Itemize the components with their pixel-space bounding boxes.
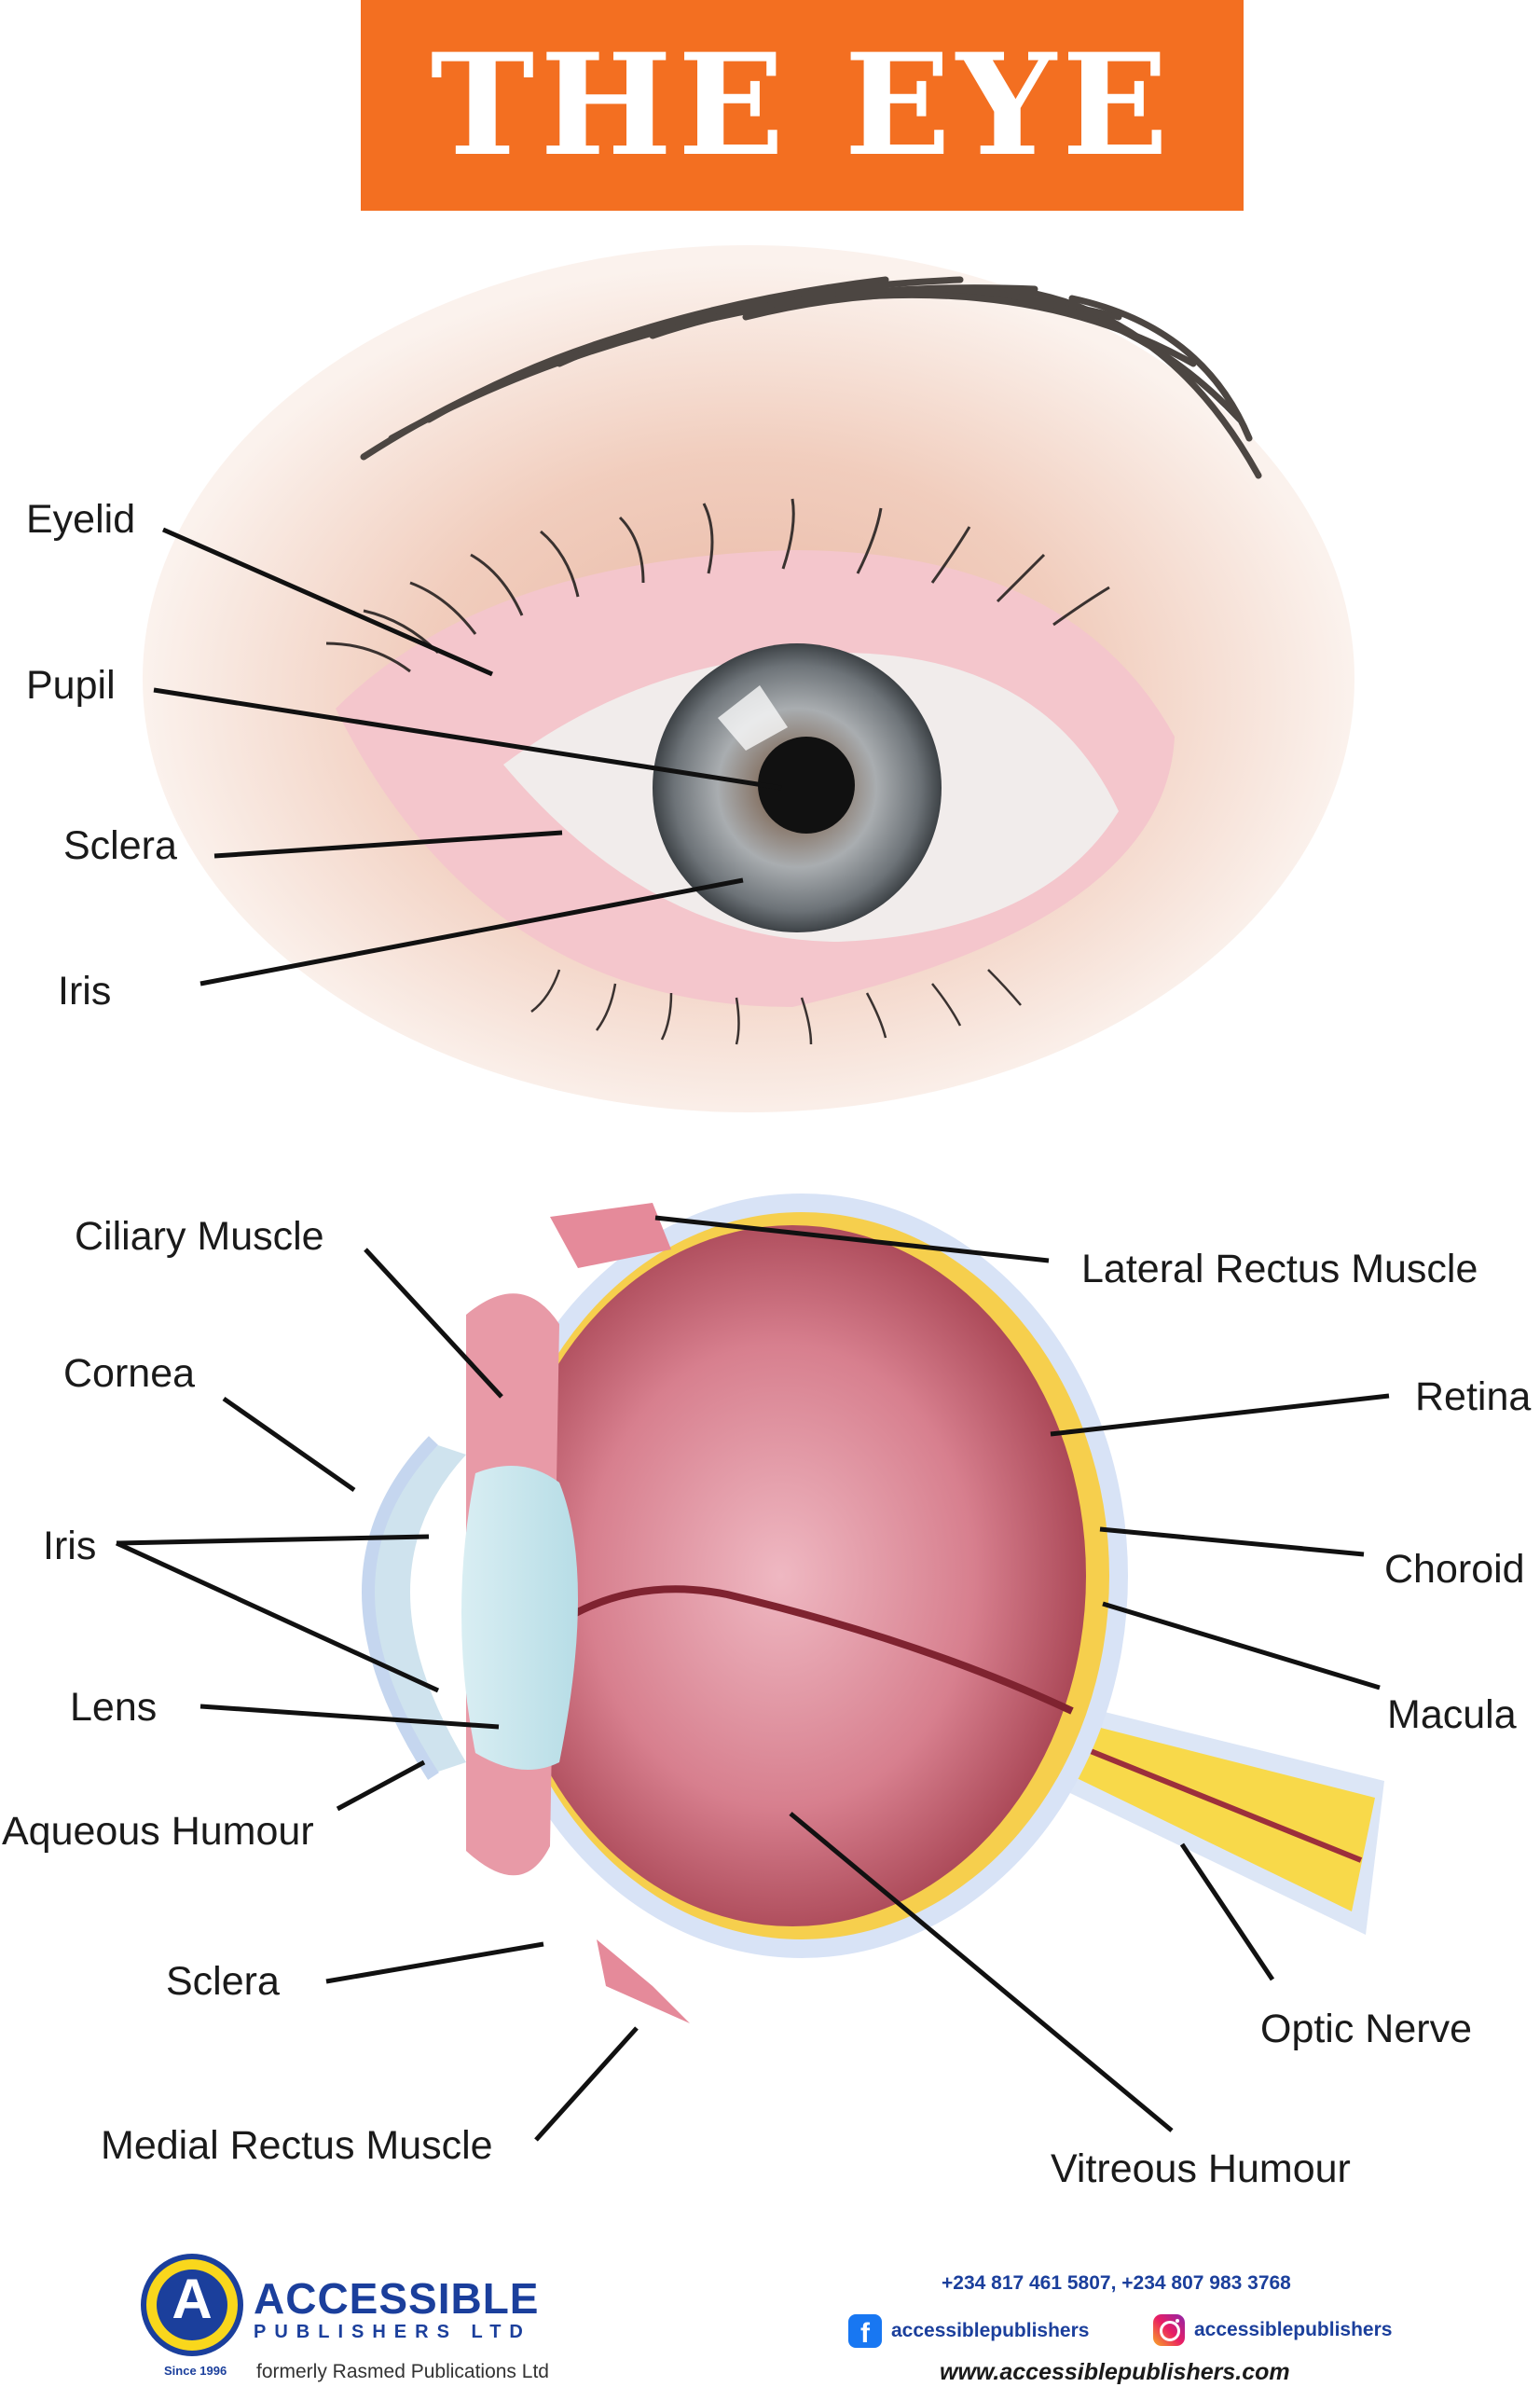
label-ciliary-muscle: Ciliary Muscle bbox=[75, 1214, 324, 1259]
pupil bbox=[758, 737, 855, 834]
section-leader-lines bbox=[115, 1215, 1390, 2142]
logo-letter: A bbox=[172, 2268, 213, 2330]
eyebrow bbox=[360, 276, 1262, 479]
label-eyelid: Eyelid bbox=[26, 497, 136, 542]
instagram-icon bbox=[1153, 2314, 1185, 2346]
lower-lashes bbox=[530, 969, 1022, 1045]
brand-subtitle: PUBLISHERS LTD bbox=[254, 2322, 531, 2342]
eyeball-interior bbox=[499, 1225, 1086, 1926]
facebook-handle: accessiblepublishers bbox=[891, 2320, 1090, 2341]
label-aqueous-humour: Aqueous Humour bbox=[2, 1809, 314, 1854]
label-pupil: Pupil bbox=[26, 663, 116, 708]
label-lens: Lens bbox=[70, 1685, 158, 1730]
title-banner: THE EYE bbox=[361, 0, 1244, 211]
facebook-icon: f bbox=[848, 2314, 882, 2348]
cornea-outline bbox=[362, 1436, 439, 1780]
eye-highlight bbox=[718, 685, 788, 751]
since-year: Since 1996 bbox=[164, 2364, 227, 2378]
cornea-section bbox=[373, 1445, 466, 1772]
lens-section bbox=[461, 1466, 578, 1770]
instagram-handle: accessiblepublishers bbox=[1194, 2319, 1393, 2340]
label-retina: Retina bbox=[1415, 1374, 1532, 1419]
page-title: THE EYE bbox=[430, 23, 1175, 187]
instagram-link[interactable]: accessiblepublishers bbox=[1153, 2314, 1392, 2346]
facebook-link[interactable]: f accessiblepublishers bbox=[848, 2314, 1089, 2348]
phone-numbers: +234 817 461 5807, +234 807 983 3768 bbox=[942, 2272, 1291, 2294]
publisher-logo-mark bbox=[141, 2254, 243, 2356]
front-leader-lines bbox=[153, 527, 782, 987]
label-iris-front: Iris bbox=[58, 969, 112, 1014]
medial-rectus bbox=[597, 1939, 690, 2023]
label-sclera-front: Sclera bbox=[63, 823, 177, 868]
label-lateral-rectus-muscle: Lateral Rectus Muscle bbox=[1081, 1247, 1478, 1291]
front-view-eye bbox=[143, 245, 1354, 1112]
label-macula: Macula bbox=[1387, 1692, 1517, 1737]
label-optic-nerve: Optic Nerve bbox=[1260, 2007, 1473, 2051]
vessel bbox=[557, 1585, 1074, 1715]
label-cornea: Cornea bbox=[63, 1351, 196, 1396]
optic-nerve-core bbox=[1070, 1741, 1363, 1863]
label-medial-rectus-muscle: Medial Rectus Muscle bbox=[101, 2123, 493, 2168]
cross-section-eye bbox=[362, 1194, 1384, 2023]
label-vitreous-humour: Vitreous Humour bbox=[1051, 2146, 1351, 2191]
label-sclera-section: Sclera bbox=[166, 1959, 280, 2004]
brand-name: ACCESSIBLE bbox=[254, 2274, 540, 2323]
lateral-rectus bbox=[550, 1203, 671, 1268]
formerly-name: formerly Rasmed Publications Ltd bbox=[256, 2361, 549, 2382]
label-choroid: Choroid bbox=[1384, 1547, 1525, 1592]
label-iris-section: Iris bbox=[43, 1524, 97, 1568]
website-link[interactable]: www.accessiblepublishers.com bbox=[940, 2359, 1290, 2385]
